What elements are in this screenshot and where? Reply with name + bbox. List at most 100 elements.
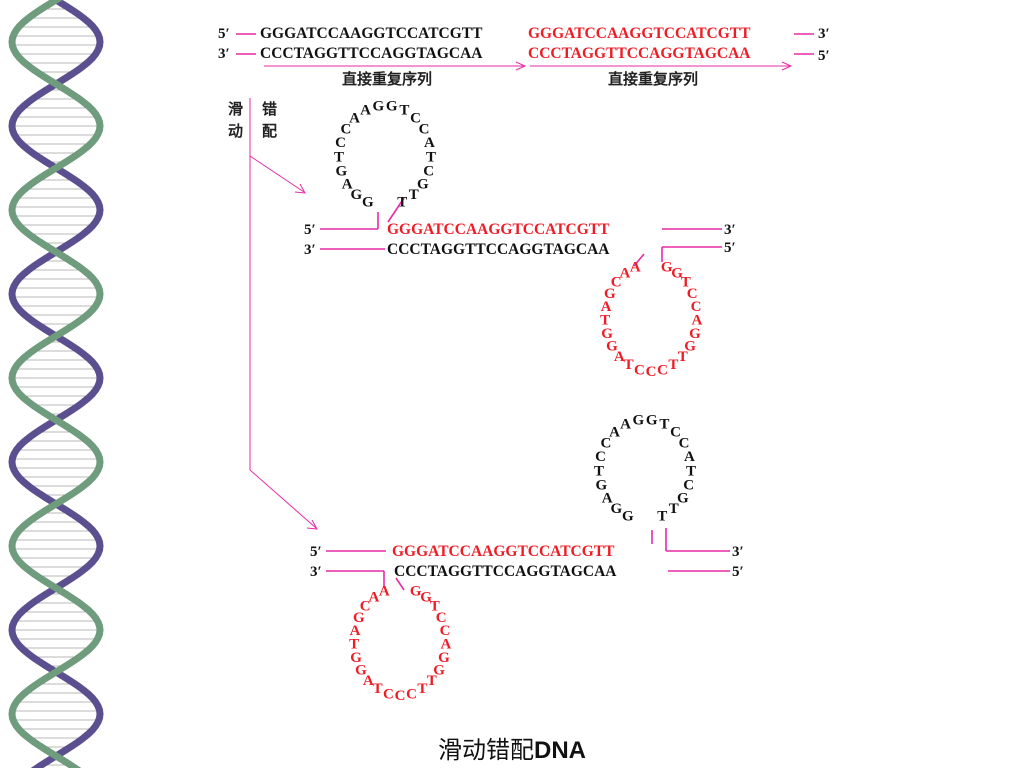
mid-5prime-label-right: 5′ [724, 240, 736, 256]
direct-repeat-label-2: 直接重复序列 [608, 70, 698, 88]
mid-top-hairpin-letter: T [409, 187, 419, 203]
low-bottom-hairpin-letter: C [436, 610, 447, 626]
mid-bottom-hairpin-letter: C [691, 299, 702, 315]
bottom-5prime-label: 5′ [818, 48, 830, 64]
mid-top-hairpin-letter: G [335, 164, 347, 180]
low-top-hairpin-letter: T [669, 501, 679, 517]
low-bottom-hairpin-letter: C [360, 599, 371, 615]
low-top-hairpin-letter: T [594, 463, 604, 479]
low-bottom-hairpin-letter: A [363, 673, 374, 689]
low-5prime-label: 5′ [310, 544, 322, 560]
mid-bottom-hairpin-letter: A [601, 299, 612, 315]
mid-top-hairpin-letter: T [426, 149, 436, 165]
helix-strand-purple [8, 0, 104, 768]
low-bottom-hairpin-letter: G [438, 650, 450, 666]
low-bottom-hairpin-letter: G [433, 663, 445, 679]
low-top-hairpin-letter: A [684, 449, 695, 465]
caption-dna: DNA [534, 737, 586, 764]
mid-top-hairpin-letter: G [350, 187, 362, 203]
mid-top-loop-stem-right [387, 197, 405, 223]
mid-bottom-3prime-label: 3′ [304, 242, 316, 258]
low-top-hairpin-letter: T [686, 463, 696, 479]
slip-label-char-1: 滑 [228, 100, 243, 118]
mid-bottom-hairpin-letter: G [601, 326, 613, 342]
low-3prime-label: 3′ [732, 544, 744, 560]
low-top-hairpin-letter: G [646, 413, 658, 429]
mid-top-hairpin-letter: A [349, 111, 360, 127]
low-top-hairpin-letter: G [632, 413, 644, 429]
bottom-3prime-label: 3′ [218, 46, 230, 62]
low-top-hairpin-letter: A [609, 425, 620, 441]
mid-top-hairpin-letter: C [340, 122, 351, 138]
mid-bottom-hairpin-letter: A [619, 266, 630, 282]
mid-bottom-hairpin-letter: T [624, 357, 634, 373]
slip-label-char-4: 配 [262, 122, 277, 140]
mid-top-hairpin-letter: T [399, 103, 409, 119]
mid-bottom-hairpin-letter: C [657, 362, 668, 378]
mid-bottom-hairpin-letter: G [671, 266, 683, 282]
direct-repeat-label-1: 直接重复序列 [342, 70, 432, 88]
mid-top-hairpin-letter: C [410, 111, 421, 127]
low-bottom-hairpin-letter: T [430, 599, 440, 615]
mid-top-hairpin-letter: C [423, 164, 434, 180]
low-bottom-hairpin-letter: T [349, 637, 359, 653]
caption-chinese: 滑动错配 [438, 736, 534, 764]
low-bottom-hairpin-letter: A [368, 590, 379, 606]
figure-caption: 滑动错配DNA [0, 730, 1024, 765]
mid-top-hairpin-letter: G [372, 99, 384, 115]
bottom-strand-repeat-1: CCCTAGGTTCCAGGTAGCAA [260, 45, 483, 62]
low-top-hairpin-letter: G [610, 501, 622, 517]
mid-bottom-hairpin-letter: C [687, 286, 698, 302]
low-bottom-hairpin-letter: C [406, 686, 417, 702]
mid-bottom-hairpin-letter: G [684, 339, 696, 355]
low-top-hairpin-letter: A [602, 491, 613, 507]
mid-top-hairpin-letter: T [334, 149, 344, 165]
low-top-strand: GGGATCCAAGGTCCATCGTT [392, 543, 615, 560]
low-top-hairpin-letter: G [595, 478, 607, 494]
mid-bottom-hairpin-letter: C [634, 362, 645, 378]
low-bottom-hairpin-letter: A [440, 637, 451, 653]
low-bottom-hairpin-letter: G [420, 590, 432, 606]
mid-bottom-hairpin-letter: G [661, 259, 673, 275]
low-bottom-loop-stem-right [395, 577, 405, 591]
bottom-strand-repeat-2: CCCTAGGTTCCAGGTAGCAA [528, 45, 751, 62]
low-bottom-hairpin-letter: A [379, 583, 390, 599]
branch-arrowhead-1 [294, 183, 306, 194]
mid-3prime-label: 3′ [724, 222, 736, 238]
mid-top-hairpin-letter: A [360, 103, 371, 119]
mid-bottom-loop-stem-left [633, 253, 645, 267]
mid-bottom-hairpin-letter: A [614, 349, 625, 365]
low-bottom-hairpin-letter: G [410, 583, 422, 599]
mid-top-hairpin-letter: C [335, 135, 346, 151]
low-top-hairpin-letter: G [622, 508, 634, 524]
low-top-hairpin-letter: C [595, 449, 606, 465]
slip-label-char-3: 错 [262, 100, 277, 118]
low-top-hairpin-letter: G [677, 491, 689, 507]
low-bottom-hairpin-letter: T [417, 681, 427, 697]
mid-bottom-hairpin-letter: A [691, 313, 702, 329]
mid-bottom-hairpin-letter: C [646, 364, 657, 380]
mid-bottom-hairpin-letter: T [600, 313, 610, 329]
mid-top-hairpin-letter: G [386, 99, 398, 115]
low-top-hairpin-letter: C [679, 436, 690, 452]
mid-top-hairpin-letter: A [342, 177, 353, 193]
mid-5prime-label: 5′ [304, 222, 316, 238]
mid-top-hairpin-letter: T [397, 194, 407, 210]
low-top-hairpin-letter: C [600, 436, 611, 452]
mid-bottom-hairpin-letter: T [678, 349, 688, 365]
low-bottom-strand: CCCTAGGTTCCAGGTAGCAA [394, 563, 617, 580]
low-bottom-hairpin-letter: C [440, 623, 451, 639]
mid-bottom-hairpin-letter: T [681, 275, 691, 291]
low-top-hairpin-letter: A [620, 417, 631, 433]
low-top-hairpin-letter: C [670, 425, 681, 441]
top-strand-repeat-2: GGGATCCAAGGTCCATCGTT [528, 25, 751, 42]
branch-arrow-1 [249, 155, 305, 193]
mid-top-hairpin-letter: C [419, 122, 430, 138]
low-top-hairpin-letter: C [683, 478, 694, 494]
helix-strand-green [8, 0, 104, 768]
dna-helix-decoration [8, 0, 104, 768]
low-bottom-3prime-label: 3′ [310, 564, 322, 580]
low-bottom-hairpin-letter: T [427, 673, 437, 689]
low-5prime-label-right: 5′ [732, 564, 744, 580]
low-bottom-hairpin-letter: T [373, 681, 383, 697]
